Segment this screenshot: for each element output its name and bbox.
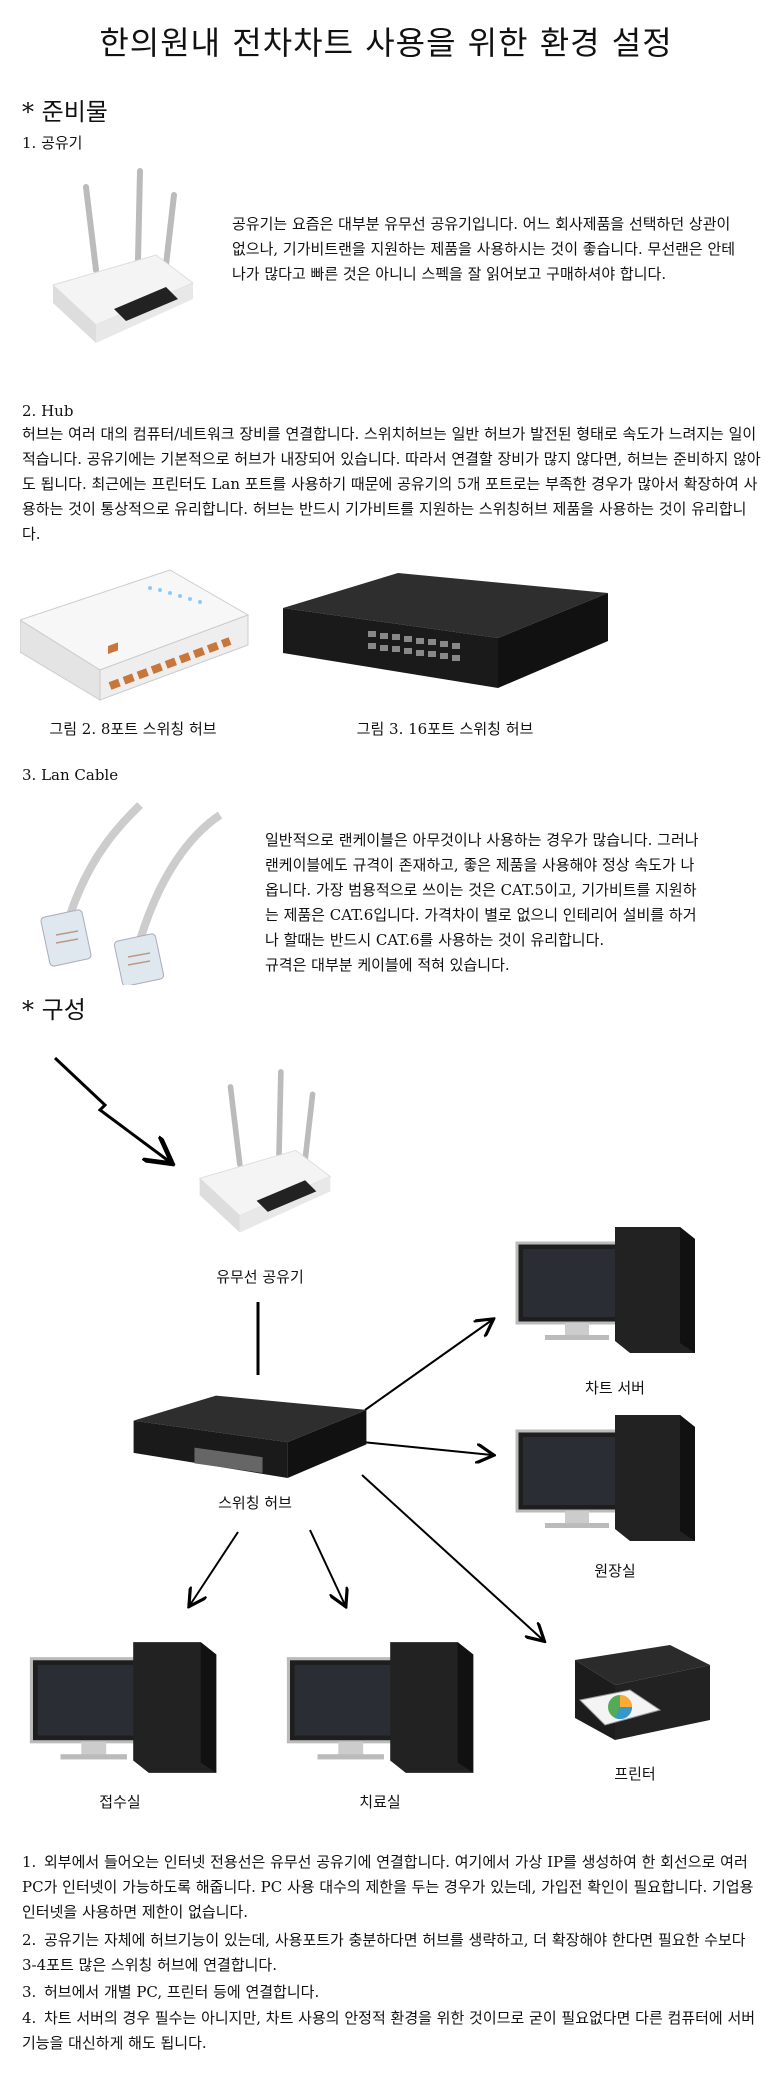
hub-8port-image	[20, 569, 250, 701]
diagram-label-treatment: 치료실	[359, 1793, 401, 1811]
diagram-router-image	[198, 1069, 332, 1233]
note-number: 3.	[22, 1983, 37, 2001]
note-item: 3. 허브에서 개별 PC, 프린터 등에 연결합니다.	[22, 1980, 762, 2005]
note-item: 4.차트 서버의 경우 필수는 아니지만, 차트 사용의 안정적 환경을 위한 …	[22, 2006, 762, 2056]
pc-director-image	[515, 1415, 695, 1541]
diagram-label-hub: 스위칭 허브	[218, 1494, 292, 1512]
note-item: 2.공유기는 자체에 허브기능이 있는데, 사용포트가 충분하다면 허브를 생략…	[22, 1928, 762, 1978]
section-heading-configuration: * 구성	[22, 996, 86, 1024]
cable-line: 규격은 대부분 케이블에 적혀 있습니다.	[265, 956, 510, 974]
diagram-label-reception: 접수실	[99, 1793, 141, 1811]
diagram-label-director: 원장실	[594, 1562, 636, 1580]
note-text: 외부에서 들어오는 인터넷 전용선은 유무선 공유기에 연결합니다. 여기에서 …	[22, 1853, 754, 1921]
hub-label: 2. Hub	[22, 402, 74, 420]
internet-line	[53, 1056, 170, 1162]
diagram-label-chart-server: 차트 서버	[585, 1379, 645, 1397]
pc-treatment-image	[286, 1642, 474, 1773]
hub-16port-image	[283, 573, 608, 688]
diagram-label-printer: 프린터	[614, 1765, 656, 1783]
note-number: 1.	[22, 1853, 37, 1871]
lan-cable-image	[40, 802, 223, 985]
printer-image	[575, 1645, 710, 1740]
diagram-label-router: 유무선 공유기	[216, 1268, 304, 1286]
section-heading-supplies: * 준비물	[22, 98, 108, 126]
caption-16port: 그림 3. 16포트 스위칭 허브	[356, 720, 534, 738]
pc-chart-server-image	[515, 1227, 695, 1353]
cable-line: 나 할때는 반드시 CAT.6를 사용하는 것이 유리합니다.	[265, 931, 605, 949]
note-number: 4.	[22, 2009, 37, 2027]
cable-line: 랜케이블에도 규격이 존재하고, 좋은 제품을 사용해야 정상 속도가 나	[265, 856, 695, 874]
lan-cable-label: 3. Lan Cable	[22, 766, 119, 784]
diagram-hub-image	[133, 1395, 367, 1478]
pc-reception-image	[29, 1642, 217, 1773]
cable-line: 일반적으로 랜케이블은 아무것이나 사용하는 경우가 많습니다. 그러나	[265, 831, 699, 849]
note-number: 2.	[22, 1931, 37, 1949]
network-diagram-lines	[53, 1056, 772, 1680]
note-text: 차트 서버의 경우 필수는 아니지만, 차트 사용의 안정적 환경을 위한 것이…	[22, 2009, 756, 2052]
page-title: 한의원내 전차차트 사용을 위한 환경 설정	[99, 24, 673, 62]
caption-8port: 그림 2. 8포트 스위칭 허브	[49, 720, 217, 738]
cable-line: 옵니다. 가장 범용적으로 쓰이는 것은 CAT.5이고, 기가비트를 지원하	[265, 881, 697, 899]
router-label: 1. 공유기	[22, 134, 83, 152]
note-item: 1.외부에서 들어오는 인터넷 전용선은 유무선 공유기에 연결합니다. 여기에…	[22, 1850, 762, 1925]
hub-description: 허브는 여러 대의 컴퓨터/네트워크 장비를 연결합니다. 스위치허브는 일반 …	[22, 425, 761, 543]
note-text: 허브에서 개별 PC, 프린터 등에 연결합니다.	[44, 1983, 320, 2001]
router-description: 공유기는 요즘은 대부분 유무선 공유기입니다. 어느 회사제품을 선택하던 상…	[232, 215, 736, 283]
note-text: 공유기는 자체에 허브기능이 있는데, 사용포트가 충분하다면 허브를 생략하고…	[22, 1931, 746, 1974]
cable-line: 는 제품은 CAT.6입니다. 가격차이 별로 없으니 인테리어 설비를 하거	[265, 906, 697, 924]
router-image	[52, 168, 194, 343]
